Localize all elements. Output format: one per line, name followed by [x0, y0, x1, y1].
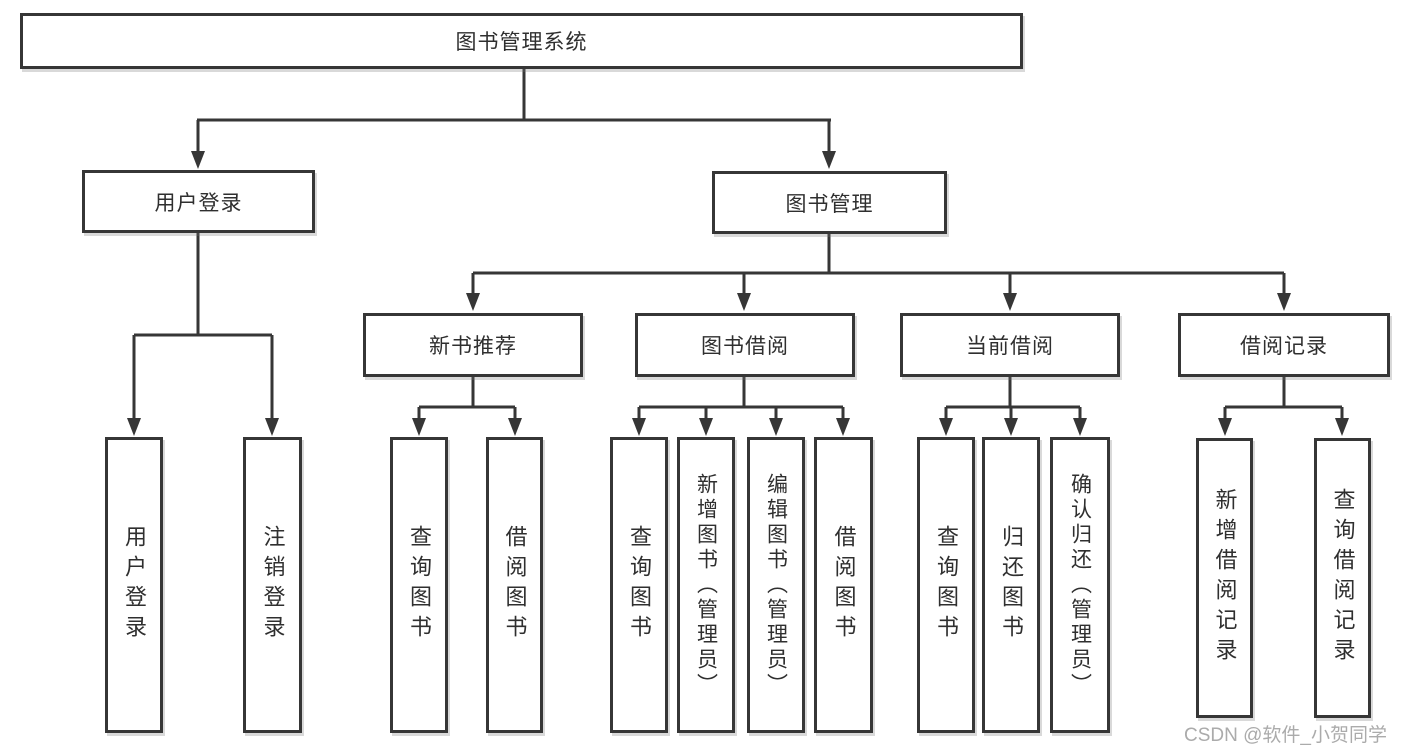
- node-book-management: 图书管理: [712, 171, 947, 234]
- csdn-watermark: CSDN @软件_小贺同学: [1184, 725, 1387, 746]
- node-user-login: 用户登录: [82, 170, 315, 233]
- node-leaf-cb-confirm-return-admin: 确认归还（管理员）: [1050, 437, 1110, 733]
- node-leaf-br-add-record: 新增借阅记录: [1196, 438, 1253, 718]
- node-leaf-user-login: 用户登录: [105, 437, 163, 733]
- node-leaf-bb-query-books: 查询图书: [610, 437, 668, 733]
- node-leaf-bb-edit-books-admin: 编辑图书（管理员）: [747, 437, 805, 733]
- node-leaf-nb-borrow-books: 借阅图书: [486, 437, 543, 733]
- node-leaf-bb-add-books-admin: 新增图书（管理员）: [677, 437, 735, 733]
- node-leaf-logout: 注销登录: [243, 437, 302, 733]
- node-borrow-records: 借阅记录: [1178, 313, 1390, 377]
- node-leaf-br-query-record: 查询借阅记录: [1314, 438, 1371, 718]
- node-current-borrowing: 当前借阅: [900, 313, 1120, 377]
- node-leaf-cb-query-books: 查询图书: [917, 437, 975, 733]
- node-new-book-recommend: 新书推荐: [363, 313, 583, 377]
- node-leaf-cb-return-books: 归还图书: [982, 437, 1040, 733]
- node-root: 图书管理系统: [20, 13, 1023, 69]
- node-book-borrowing: 图书借阅: [635, 313, 855, 377]
- node-leaf-nb-query-books: 查询图书: [390, 437, 448, 733]
- node-leaf-bb-borrow-books: 借阅图书: [814, 437, 873, 733]
